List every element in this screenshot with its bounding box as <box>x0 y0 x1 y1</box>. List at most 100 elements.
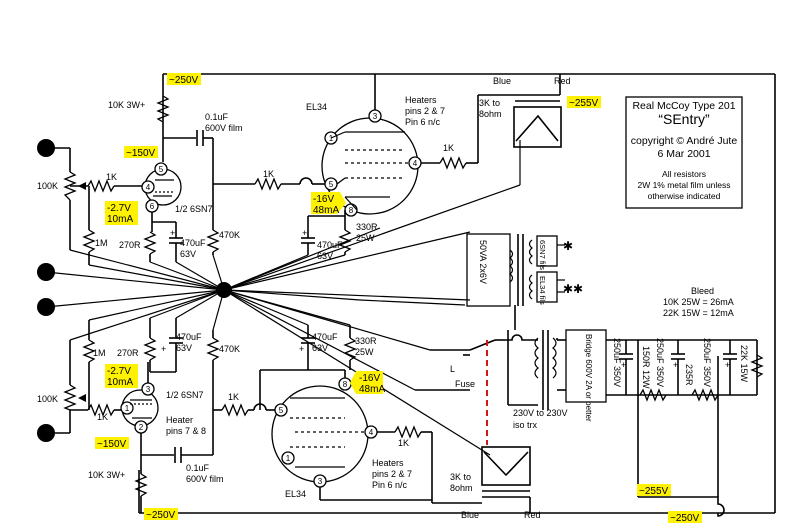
v-top-el34-2: 48mA <box>313 205 339 216</box>
v-top-ot: ~255V <box>569 98 599 109</box>
pin-e5: 5 <box>329 180 334 189</box>
star-ground <box>45 140 521 456</box>
pin-b1: 1 <box>125 404 130 413</box>
lbl-470uf-top-b2: 63V <box>317 251 333 261</box>
pin-e3: 3 <box>373 112 378 121</box>
lbl-cap-top-2: 600V film <box>205 123 243 133</box>
lbl-fils-el34: EL34 fils <box>538 276 547 305</box>
lbl-heaters-top-2: pins 2 & 7 <box>405 106 445 116</box>
lbl-tube-bot: EL34 <box>285 489 306 499</box>
lbl-r-235: 235R <box>684 364 694 386</box>
lbl-1k-bot-screen: 1K <box>398 438 409 448</box>
lbl-470uf-top-a2: 63V <box>180 249 196 259</box>
v-bot-el34-1: -16V <box>359 373 380 384</box>
lbl-470uf-bot-a2: 63V <box>176 343 192 353</box>
lbl-bridge: Bridge 600V 2A or better <box>584 334 593 422</box>
lbl-heater-bot-1: Heater <box>166 415 193 425</box>
lbl-ot-bot-2: 8ohm <box>450 483 473 493</box>
power-supply: ✱ ✱✱ <box>415 233 764 445</box>
lbl-1k-bot-mid: 1K <box>228 392 239 402</box>
lbl-bleed-2: 10K 25W = 26mA <box>663 297 734 307</box>
lbl-red-top: Red <box>554 76 571 86</box>
v-bot-el34-2: 48mA <box>359 384 385 395</box>
pin-b3: 3 <box>146 385 151 394</box>
polarity-marks: + + + + + + + <box>161 228 730 370</box>
lbl-red-bot: Red <box>524 510 541 520</box>
svg-text:+: + <box>161 344 166 354</box>
lbl-fuse: Fuse <box>455 379 475 389</box>
lbl-cap-bot-2: 600V film <box>186 474 224 484</box>
pin-b2: 2 <box>139 423 144 432</box>
lbl-1k-bot-grid: 1K <box>97 412 108 422</box>
pin-f8: 8 <box>343 380 348 389</box>
pin-numbers: 5 4 6 3 1 4 5 8 3 1 2 8 5 4 1 3 <box>125 112 418 486</box>
component-labels: 10K 3W+ 0.1uF 600V film EL34 Heaters pin… <box>37 76 749 520</box>
lbl-r-150: 150R 12W <box>641 346 651 389</box>
lbl-6sn7-top: 1/2 6SN7 <box>175 204 213 214</box>
lbl-330-top-1: 330R <box>356 222 378 232</box>
lbl-fils-6sn7: 6SN7 fils <box>538 240 547 270</box>
lbl-270-bot: 270R <box>117 348 139 358</box>
lbl-bleed-1: Bleed <box>691 286 714 296</box>
title-line3: copyright © André Jute <box>631 135 738 147</box>
v-psu-1: ~255V <box>639 486 669 497</box>
lbl-mains-trafo-2: iso trx <box>513 420 538 430</box>
svg-text:+: + <box>302 228 307 238</box>
lbl-ot-top-2: 8ohm <box>479 109 502 119</box>
lbl-1m-bot: 1M <box>93 348 106 358</box>
lbl-cap-top-1: 0.1uF <box>205 112 229 122</box>
lbl-10k-bot: 10K 3W+ <box>88 470 125 480</box>
v-top-bplus: ~250V <box>169 75 199 86</box>
lbl-1k-top-grid: 1K <box>106 172 117 182</box>
lbl-tube-top: EL34 <box>306 102 327 112</box>
v-bot-grid: ~150V <box>97 439 127 450</box>
lbl-heaters-bot-2: pins 2 & 7 <box>372 469 412 479</box>
lbl-ot-top-1: 3K to <box>479 98 500 108</box>
lbl-trafo-heater: 50VA 2x6V <box>478 240 488 284</box>
lbl-470k-top: 470K <box>219 230 240 240</box>
lbl-330-top-2: 25W <box>356 233 375 243</box>
pin-t4: 4 <box>146 183 151 192</box>
v-psu-2: ~250V <box>670 513 700 524</box>
svg-text:+: + <box>725 360 730 370</box>
lbl-10k-top: 10K 3W+ <box>108 100 145 110</box>
v-top-el34-1: -16V <box>313 194 334 205</box>
svg-text:✱: ✱ <box>563 239 573 253</box>
lbl-blue-bot: Blue <box>461 510 479 520</box>
lbl-heater-bot-2: pins 7 & 8 <box>166 426 206 436</box>
lbl-heaters-top-1: Heaters <box>405 95 437 105</box>
lbl-r-22k: 22K 15W <box>739 345 749 383</box>
lbl-470uf-bot-b2: 63V <box>312 343 328 353</box>
lbl-470uf-bot-b1: 470uF <box>312 332 338 342</box>
lbl-heaters-bot-3: Pin 6 n/c <box>372 480 408 490</box>
top-channel <box>63 74 562 265</box>
title-line1: Real McCoy Type 201 <box>632 100 735 112</box>
svg-text:+: + <box>170 228 175 238</box>
lbl-cap-bot-1: 0.1uF <box>186 463 210 473</box>
title-note2: 2W 1% metal film unless <box>637 180 730 190</box>
lbl-470uf-top-b1: 470uF <box>317 240 343 250</box>
lbl-1m-top: 1M <box>95 238 108 248</box>
svg-text:✱✱: ✱✱ <box>563 282 583 296</box>
pin-e8: 8 <box>349 206 354 215</box>
title-note3: otherwise indicated <box>648 191 721 201</box>
pin-t6: 6 <box>150 202 155 211</box>
pin-f3: 3 <box>318 477 323 486</box>
pin-e4: 4 <box>413 159 418 168</box>
lbl-330-bot-2: 25W <box>355 347 374 357</box>
title-box: Real McCoy Type 201 “SEntry” copyright ©… <box>625 96 743 209</box>
lbl-fuse-L: L <box>450 364 455 374</box>
title-line2: “SEntry” <box>658 111 710 127</box>
lbl-6sn7-bot: 1/2 6SN7 <box>166 390 204 400</box>
pin-f5: 5 <box>279 406 284 415</box>
bottom-channel <box>63 318 531 513</box>
lbl-470uf-bot-a1: 470uF <box>176 332 202 342</box>
v-bot-cathode-1: -2.7V <box>107 366 131 377</box>
lbl-pot-bot: 100K <box>37 394 58 404</box>
lbl-blue-top: Blue <box>493 76 511 86</box>
v-top-grid: ~150V <box>126 148 156 159</box>
v-bot-bplus: ~250V <box>146 510 176 521</box>
pin-e1: 1 <box>329 134 334 143</box>
lbl-heaters-top-3: Pin 6 n/c <box>405 117 441 127</box>
title-line4: 6 Mar 2001 <box>657 148 710 160</box>
